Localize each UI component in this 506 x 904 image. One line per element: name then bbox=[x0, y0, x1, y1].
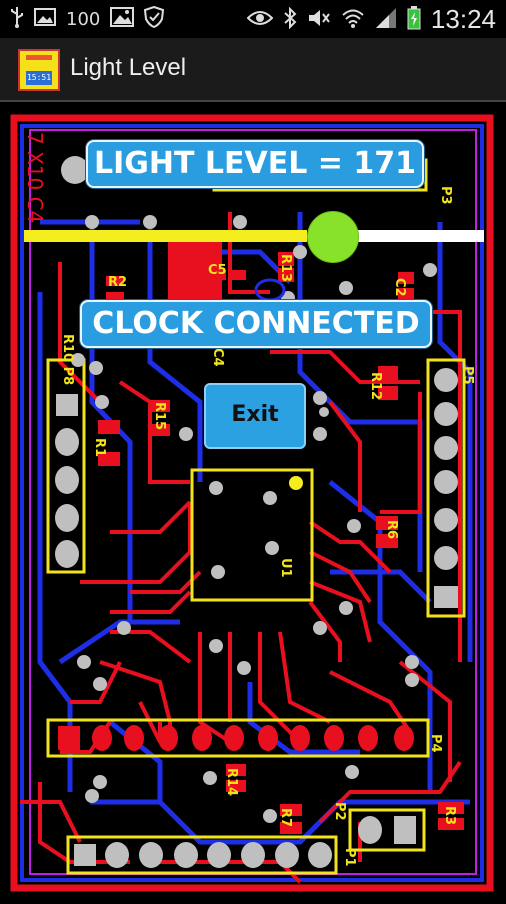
eye-icon bbox=[246, 10, 274, 30]
status-right: 13:24 bbox=[246, 4, 496, 35]
silk-r15: R15 bbox=[152, 402, 167, 430]
app-icon: 15:51 bbox=[18, 49, 60, 91]
status-bar: 100 13:24 bbox=[0, 0, 506, 38]
silk-r13: R13 bbox=[278, 254, 293, 282]
pcb-board: P3 R2 C5 R13 C2 P5 R10 P8 C4 R12 R15 R1 … bbox=[0, 102, 506, 900]
silk-board-id: 7 X10 C4 bbox=[23, 132, 47, 223]
status-clock: 13:24 bbox=[430, 4, 496, 34]
silk-r6: R6 bbox=[384, 520, 399, 539]
silk-r12: R12 bbox=[368, 372, 383, 400]
silk-p1: P1 bbox=[342, 848, 357, 867]
pcb-artwork: P3 R2 C5 R13 C2 P5 R10 P8 C4 R12 R15 R1 … bbox=[0, 102, 506, 900]
silk-p2: P2 bbox=[332, 802, 347, 821]
silk-c2: C2 bbox=[392, 278, 407, 297]
gallery-icon bbox=[110, 7, 135, 32]
silk-r14: R14 bbox=[224, 768, 239, 796]
slider-filled-track bbox=[24, 230, 308, 242]
silk-u1: U1 bbox=[278, 558, 293, 578]
status-left: 100 bbox=[10, 5, 165, 33]
light-level-slider[interactable] bbox=[24, 211, 484, 263]
app-icon-screen: 15:51 bbox=[26, 71, 52, 85]
silk-r7: R7 bbox=[278, 808, 293, 827]
exit-button[interactable]: Exit bbox=[204, 383, 306, 449]
silk-r3: R3 bbox=[442, 806, 457, 825]
image-notification-icon bbox=[34, 7, 56, 32]
slider-thumb[interactable] bbox=[307, 211, 360, 263]
app-title: Light Level bbox=[70, 54, 187, 81]
signal-icon bbox=[375, 7, 397, 33]
usb-icon bbox=[10, 6, 24, 33]
shield-icon bbox=[144, 5, 165, 33]
silk-c4: C4 bbox=[210, 348, 225, 367]
action-bar: 15:51 Light Level bbox=[0, 38, 506, 102]
clock-status-label: CLOCK CONNECTED bbox=[80, 300, 432, 348]
mute-icon bbox=[307, 8, 331, 32]
silk-p4: P4 bbox=[428, 734, 443, 753]
silk-p5: P5 bbox=[460, 366, 475, 385]
battery-icon bbox=[407, 5, 421, 34]
silk-c5: C5 bbox=[208, 263, 227, 278]
slider-remaining-track bbox=[357, 230, 484, 242]
silk-r10p8: R10 P8 bbox=[60, 334, 75, 385]
silk-r2: R2 bbox=[108, 275, 127, 290]
app-icon-bar bbox=[26, 55, 52, 60]
silk-r1: R1 bbox=[92, 438, 107, 457]
silk-p3: P3 bbox=[438, 186, 453, 205]
battery-percent-text: 100 bbox=[66, 9, 101, 30]
light-level-label: LIGHT LEVEL = 171 bbox=[86, 140, 424, 188]
wifi-icon bbox=[341, 8, 365, 32]
bluetooth-icon bbox=[283, 6, 297, 33]
